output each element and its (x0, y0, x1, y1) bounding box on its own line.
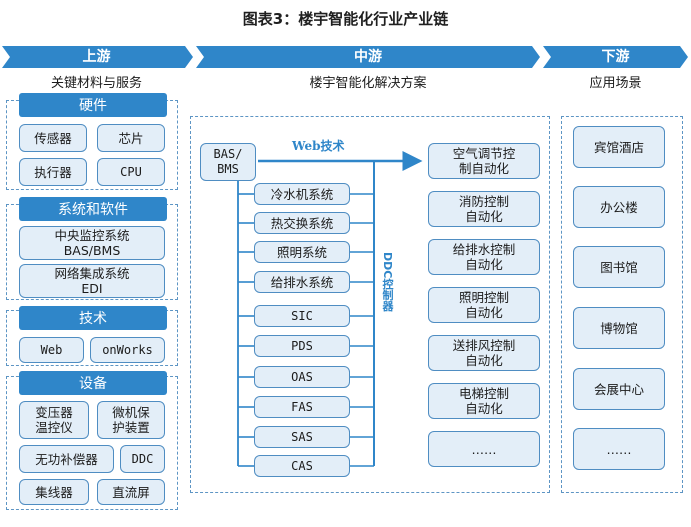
reactive-compensator-box: 无功补偿器 (19, 445, 114, 473)
more-scenarios-box: …… (573, 428, 665, 470)
transformer-box: 变压器 温控仪 (19, 401, 89, 439)
lighting-system-box: 照明系统 (254, 241, 350, 263)
fas-box: FAS (254, 396, 350, 418)
lighting-control-box: 照明控制 自动化 (428, 287, 540, 323)
hotel-box: 宾馆酒店 (573, 126, 665, 168)
cpu-box: CPU (97, 158, 165, 186)
chip-box: 芯片 (97, 124, 165, 152)
heat-exchange-system-box: 热交换系统 (254, 212, 350, 234)
water-system-box: 给排水系统 (254, 271, 350, 293)
ddc-controller-label: DDC控制器 (381, 252, 394, 312)
actuator-box: 执行器 (19, 158, 87, 186)
midstream-group (190, 116, 550, 493)
cas-box: CAS (254, 455, 350, 477)
fire-control-box: 消防控制 自动化 (428, 191, 540, 227)
protection-device-box: 微机保 护装置 (97, 401, 165, 439)
equipment-label: 设备 (19, 371, 167, 395)
ventilation-control-box: 送排风控制 自动化 (428, 335, 540, 371)
hub-box: 集线器 (19, 479, 89, 505)
central-monitoring-box: 中央监控系统 BAS/BMS (19, 226, 165, 260)
hvac-control-box: 空气调节控 制自动化 (428, 143, 540, 179)
ddc-box: DDC (120, 445, 165, 473)
stage-arrows (2, 46, 688, 68)
web-tech-label: Web技术 (292, 139, 345, 153)
stage-downstream-label: 下游 (601, 49, 630, 65)
bas-bms-box: BAS/ BMS (200, 143, 256, 181)
stage-upstream-label: 上游 (82, 49, 111, 65)
sensor-box: 传感器 (19, 124, 87, 152)
tech-label: 技术 (19, 306, 167, 330)
hardware-label: 硬件 (19, 93, 167, 117)
systems-label: 系统和软件 (19, 197, 167, 221)
dc-panel-box: 直流屏 (97, 479, 165, 505)
onworks-box: onWorks (90, 337, 165, 363)
network-integration-box: 网络集成系统 EDI (19, 264, 165, 298)
sas-box: SAS (254, 426, 350, 448)
stage-midstream-label: 中游 (354, 49, 382, 65)
web-box: Web (19, 337, 84, 363)
stage-midstream-subtitle: 楼宇智能化解决方案 (309, 76, 427, 91)
museum-box: 博物馆 (573, 307, 665, 349)
elevator-control-box: 电梯控制 自动化 (428, 383, 540, 419)
chiller-system-box: 冷水机系统 (254, 183, 350, 205)
exhibition-center-box: 会展中心 (573, 368, 665, 410)
more-outputs-box: …… (428, 431, 540, 467)
chart-title: 图表3：楼宇智能化行业产业链 (242, 10, 449, 28)
water-control-box: 给排水控制 自动化 (428, 239, 540, 275)
sic-box: SIC (254, 305, 350, 327)
library-box: 图书馆 (573, 246, 665, 288)
downstream-group (561, 116, 683, 493)
pds-box: PDS (254, 335, 350, 357)
stage-downstream-subtitle: 应用场景 (589, 76, 642, 91)
office-box: 办公楼 (573, 186, 665, 228)
stage-upstream-subtitle: 关键材料与服务 (50, 76, 142, 91)
midstream-connectors (237, 151, 423, 467)
oas-box: OAS (254, 366, 350, 388)
